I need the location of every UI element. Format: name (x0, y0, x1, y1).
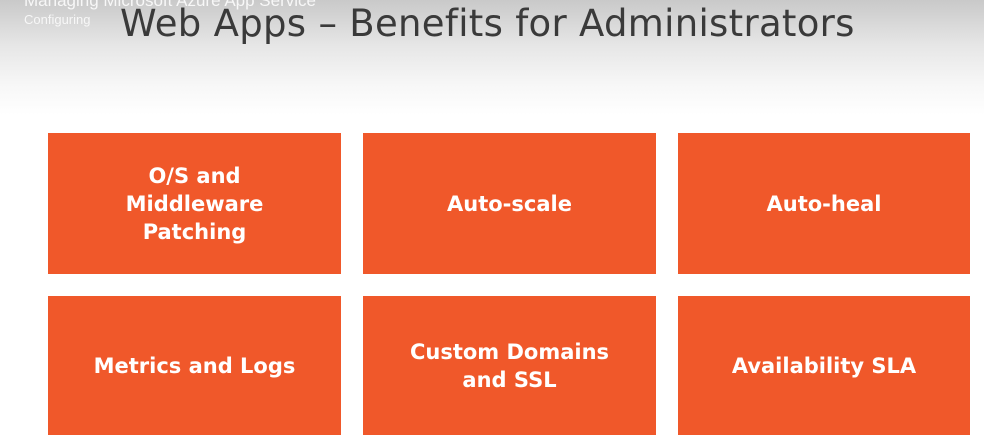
benefit-tile-label: Metrics and Logs (93, 353, 296, 378)
module-subtitle-overlay: Configuring (24, 12, 91, 27)
course-title-overlay: Managing Microsoft Azure App Service (24, 0, 316, 10)
benefit-tile-label: O/S and Middleware Patching (125, 163, 264, 244)
benefit-tile-custom-domains-ssl: Custom Domains and SSL (363, 296, 656, 435)
benefit-tile-metrics-logs: Metrics and Logs (48, 296, 341, 435)
benefit-tile-os-patching: O/S and Middleware Patching (48, 133, 341, 274)
benefit-tile-label: Custom Domains and SSL (409, 339, 610, 392)
benefit-tile-label: Availability SLA (731, 353, 917, 378)
benefit-tile-label: Auto-heal (766, 191, 882, 216)
benefit-tile-auto-heal: Auto-heal (678, 133, 970, 274)
benefit-tile-auto-scale: Auto-scale (363, 133, 656, 274)
slide-title: Web Apps – Benefits for Administrators (120, 2, 855, 45)
benefit-tile-label: Auto-scale (447, 191, 572, 216)
benefit-tile-availability-sla: Availability SLA (678, 296, 970, 435)
